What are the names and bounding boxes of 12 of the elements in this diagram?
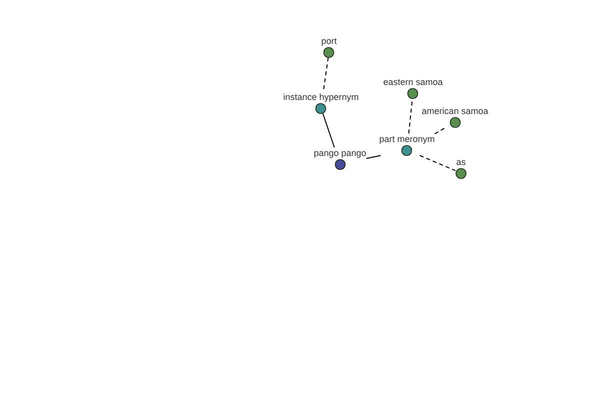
node-label: as [456,156,466,166]
node-label: eastern samoa [383,76,443,86]
node-label: pango pango [314,148,366,158]
connector-line [322,113,335,148]
dashed-connector [322,57,329,92]
dashed-connector [419,155,456,172]
connector-line [366,155,382,159]
dashed-connector [434,127,446,134]
node-label: port [321,36,337,46]
node-label: instance hypernym [283,92,359,102]
node-label: part meronym [379,134,435,144]
node-label: american samoa [422,106,488,116]
